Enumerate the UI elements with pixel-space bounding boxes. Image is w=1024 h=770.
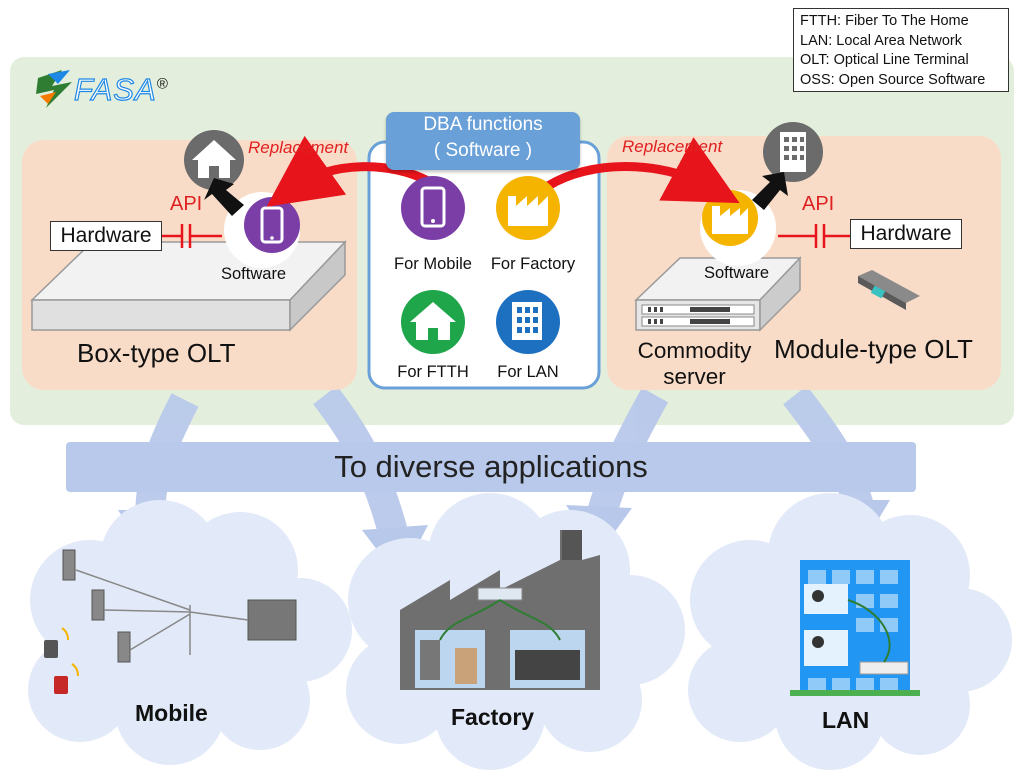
right-replacement-arrow (545, 137, 740, 204)
right-software-label: Software (704, 264, 770, 282)
cell-towers-icon (62, 549, 297, 663)
dba-ftth-label: For FTTH (397, 363, 469, 381)
mobile-cloud (28, 500, 352, 765)
mobile-network-lines (75, 569, 249, 655)
legend-oss: OSS: Open Source Software (800, 71, 986, 88)
dba-ftth-icon (401, 290, 465, 354)
module-olt-device-icon (858, 270, 920, 310)
right-factory-icon (702, 190, 758, 246)
lan-cloud-label: LAN (822, 707, 870, 733)
dba-title-line1: DBA functions (423, 114, 543, 135)
commodity-server-line2: server (663, 364, 726, 389)
left-replacement-arrow (266, 135, 433, 207)
right-hardware-box: Hardware (850, 219, 962, 249)
left-black-arrow (204, 178, 244, 216)
fasa-logo: FASA® (73, 71, 169, 108)
left-mobile-icon (244, 197, 300, 253)
right-black-arrow (752, 172, 788, 210)
box-olt-label: Box-type OLT (77, 338, 236, 368)
fasa-logo-text: FASA (73, 71, 157, 107)
right-replacement-label: Replacement (622, 137, 723, 156)
dba-title-line2: ( Software ) (433, 140, 533, 161)
legend-lan: LAN: Local Area Network (800, 32, 962, 49)
box-olt-device-icon (30, 240, 347, 332)
dba-factory-icon (496, 176, 560, 240)
left-replacement-label: Replacement (248, 138, 349, 157)
dba-title: DBA functions ( Software ) (386, 112, 580, 170)
dba-mobile-icon (401, 176, 465, 240)
applications-banner: To diverse applications (66, 442, 916, 492)
left-api-connector (160, 224, 222, 248)
fasa-logo-icon (36, 70, 72, 108)
module-olt-label: Module-type OLT (774, 334, 973, 364)
commodity-server-line1: Commodity (637, 338, 752, 363)
phones-icon (44, 627, 79, 694)
commodity-server-label: Commodity server (622, 338, 767, 390)
commodity-server-icon (634, 256, 802, 332)
legend-olt: OLT: Optical Line Terminal (800, 52, 969, 68)
dba-factory-label: For Factory (490, 255, 576, 273)
left-hardware-box: Hardware (50, 221, 162, 251)
left-api-label: API (170, 193, 203, 215)
right-api-connector (778, 224, 850, 248)
dba-lan-label: For LAN (497, 363, 559, 381)
registered-mark: ® (156, 75, 169, 93)
dba-lan-icon (496, 290, 560, 354)
factory-cloud-label: Factory (451, 704, 535, 730)
right-building-icon (763, 122, 823, 182)
legend-ftth: FTTH: Fiber To The Home (800, 13, 969, 29)
dba-mobile-label: For Mobile (394, 255, 472, 273)
abbreviation-legend: FTTH: Fiber To The Home LAN: Local Area … (793, 8, 1009, 92)
right-api-label: API (802, 193, 835, 215)
left-house-icon (184, 130, 244, 190)
mobile-cloud-label: Mobile (135, 700, 208, 726)
left-software-label: Software (221, 265, 287, 283)
factory-building-icon (400, 530, 600, 690)
office-building-icon (790, 560, 920, 696)
